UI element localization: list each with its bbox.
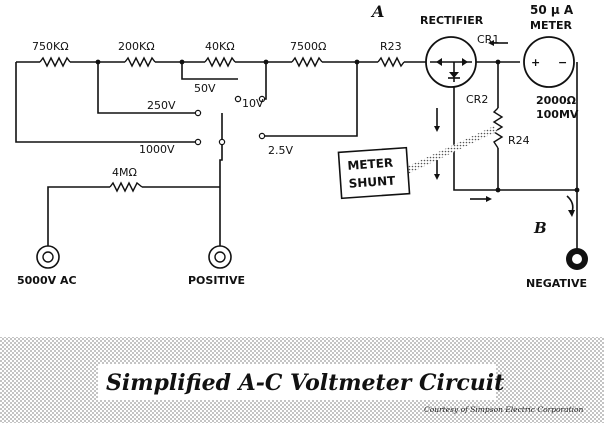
- meter: + − 50 μ A METER 2000Ω 100MV: [523, 3, 579, 121]
- resistor-750k-label: 750KΩ: [32, 40, 69, 53]
- meter-rating: 50 μ A: [530, 3, 574, 17]
- jack-positive-label: POSITIVE: [188, 274, 245, 287]
- meter-voltage: 100MV: [536, 108, 579, 121]
- resistor-4m-label: 4MΩ: [112, 166, 137, 179]
- resistor-200k: 200KΩ: [118, 40, 156, 68]
- point-a: A: [370, 2, 384, 21]
- title-banner: Simplified A-C Voltmeter Circuit Courtes…: [0, 337, 604, 423]
- shunt-line1: METER: [347, 156, 394, 173]
- main-wiring: [15, 61, 578, 250]
- range-50v: 50V: [194, 82, 216, 95]
- banner-title: Simplified A-C Voltmeter Circuit: [106, 370, 504, 396]
- range-switch: [194, 95, 266, 146]
- meter-shunt-callout: METER SHUNT: [337, 126, 498, 200]
- range-labels: 1000V 250V 50V 10V 2.5V: [139, 82, 293, 157]
- resistor-r23-label: R23: [380, 40, 402, 53]
- meter-plus: +: [531, 56, 540, 69]
- resistor-4m: 4MΩ: [109, 166, 143, 193]
- jack-5000v-ac: 5000V AC: [17, 245, 77, 287]
- meter-minus: −: [558, 56, 567, 69]
- banner-credit: Courtesy of Simpson Electric Corporation: [424, 405, 584, 414]
- resistor-r23: R23: [377, 40, 405, 68]
- meter-resistance: 2000Ω: [536, 94, 577, 107]
- jack-5000v-ac-label: 5000V AC: [17, 274, 77, 287]
- resistor-200k-label: 200KΩ: [118, 40, 155, 53]
- resistor-40k: 40KΩ: [204, 40, 236, 68]
- resistor-7500-label: 7500Ω: [290, 40, 326, 53]
- rectifier-cr1: CR1: [477, 33, 499, 46]
- rectifier-cr2: CR2: [466, 93, 488, 106]
- range-10v: 10V: [242, 97, 264, 110]
- resistor-40k-label: 40KΩ: [205, 40, 235, 53]
- resistor-7500: 7500Ω: [290, 40, 326, 68]
- junctions: [95, 59, 580, 193]
- range-1000v: 1000V: [139, 143, 175, 156]
- resistor-r24: R24: [492, 107, 530, 149]
- jack-negative: NEGATIVE: [526, 248, 588, 290]
- rectifier: RECTIFIER CR1 CR2: [420, 14, 499, 106]
- point-b: B: [533, 219, 547, 237]
- meter-title: METER: [530, 19, 572, 32]
- jack-positive: POSITIVE: [188, 245, 245, 287]
- shunt-line2: SHUNT: [348, 173, 396, 190]
- resistor-750k: 750KΩ: [32, 40, 71, 68]
- jack-negative-label: NEGATIVE: [526, 277, 587, 290]
- resistor-r24-label: R24: [508, 134, 530, 147]
- range-250v: 250V: [147, 99, 176, 112]
- current-arrows: [434, 40, 575, 217]
- range-2-5v: 2.5V: [268, 144, 293, 157]
- rectifier-title: RECTIFIER: [420, 14, 484, 27]
